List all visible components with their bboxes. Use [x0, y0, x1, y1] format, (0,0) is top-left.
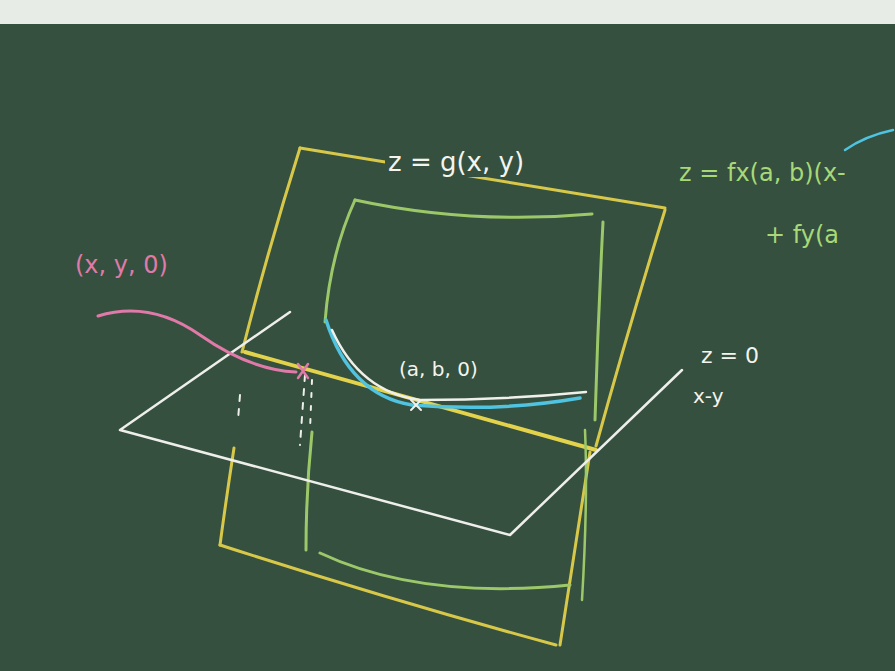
point-label: (x, y, 0) — [72, 252, 171, 278]
plane-name: x-y — [690, 385, 727, 407]
plane-equation: z = 0 — [698, 344, 762, 368]
wall-strip — [0, 0, 895, 24]
point-mark — [411, 400, 421, 410]
surface-left — [325, 200, 355, 322]
dashed-line — [238, 395, 240, 420]
xy-plane — [120, 312, 682, 535]
point-label: (a, b, 0) — [396, 358, 481, 380]
point-mark — [298, 364, 308, 378]
dashed-line — [310, 380, 312, 430]
surface-lower-left — [306, 432, 312, 550]
tangent-plane-equation: + fy(a — [762, 222, 842, 248]
tangent-curve — [332, 330, 586, 400]
cylinder-lower-left — [220, 448, 234, 545]
surface-lower-right — [582, 430, 586, 600]
cylinder-bottom — [220, 545, 556, 645]
cyan-curve — [326, 320, 580, 407]
surface-top — [355, 200, 592, 217]
surface-right — [595, 222, 603, 420]
surface-lower-bottom — [320, 553, 570, 589]
pink-leader — [98, 311, 296, 372]
cyan-arc — [845, 130, 893, 150]
surface-equation: z = g(x, y) — [385, 148, 527, 177]
cylinder-left — [242, 148, 300, 352]
tangent-plane-equation: z = fx(a, b)(x- — [676, 160, 849, 186]
trace-line — [245, 352, 596, 450]
cylinder-right — [596, 210, 665, 446]
dashed-line — [300, 375, 305, 445]
